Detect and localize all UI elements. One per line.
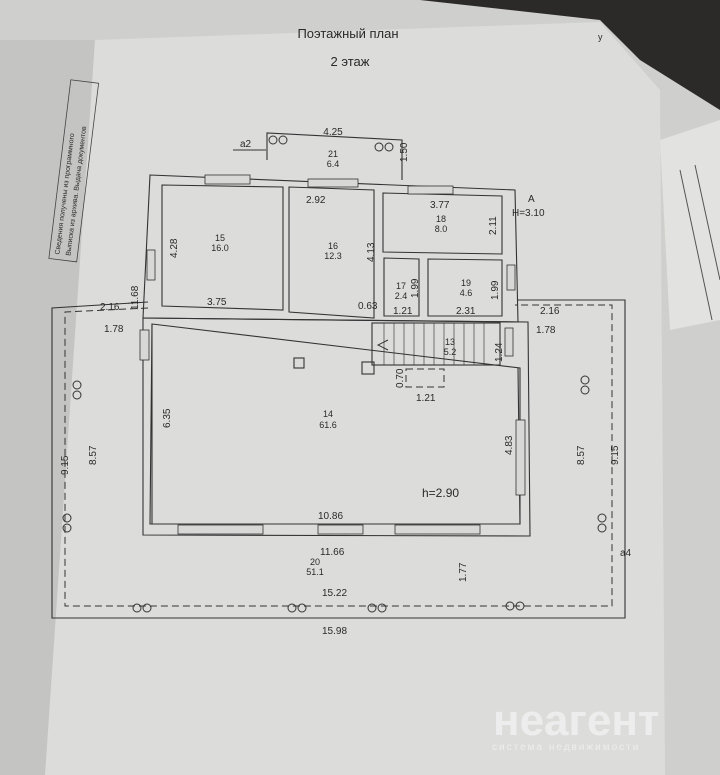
room-17 <box>383 257 420 317</box>
column <box>293 357 305 369</box>
plan-title: Поэтажный план <box>297 26 398 41</box>
svg-text:6.35: 6.35 <box>162 408 173 428</box>
height-upper: H=3.10 <box>512 208 545 219</box>
axis-a4: а4 <box>620 548 632 559</box>
axis-a2: а2 <box>240 139 252 150</box>
dimension-labels: 4.25 1.50 2.92 3.77 2.11 4.28 4.13 3.75 … <box>60 127 621 637</box>
svg-text:9.15: 9.15 <box>610 445 621 465</box>
svg-text:2.16: 2.16 <box>100 302 120 313</box>
svg-text:13: 13 <box>445 337 455 347</box>
svg-text:2.16: 2.16 <box>540 306 560 317</box>
balcony-columns <box>268 135 394 152</box>
svg-text:1.78: 1.78 <box>536 325 556 336</box>
room-19 <box>427 258 503 317</box>
balcony-wall <box>266 132 403 180</box>
svg-text:4.13: 4.13 <box>366 242 377 262</box>
windows-main <box>139 329 526 535</box>
svg-text:16.0: 16.0 <box>211 243 229 253</box>
watermark-logo: неагент система недвижимости <box>492 696 659 753</box>
svg-text:14: 14 <box>323 409 333 419</box>
svg-text:1.78: 1.78 <box>104 324 124 335</box>
svg-text:11.68: 11.68 <box>130 285 141 310</box>
svg-text:15.22: 15.22 <box>322 588 347 599</box>
svg-text:1.21: 1.21 <box>393 306 413 317</box>
axis-A: А <box>528 194 535 205</box>
svg-text:неагент: неагент <box>493 696 659 745</box>
svg-text:11.66: 11.66 <box>320 547 345 558</box>
svg-text:61.6: 61.6 <box>319 420 337 430</box>
svg-text:4.6: 4.6 <box>460 288 473 298</box>
svg-text:0.63: 0.63 <box>358 301 378 312</box>
svg-text:10.86: 10.86 <box>318 511 343 522</box>
svg-text:17: 17 <box>396 281 406 291</box>
windows-upper <box>146 174 516 291</box>
svg-text:9.15: 9.15 <box>60 455 71 475</box>
svg-text:2.31: 2.31 <box>456 306 476 317</box>
svg-text:система недвижимости: система недвижимости <box>492 742 640 753</box>
terrace-outline <box>64 304 613 607</box>
terrace-columns <box>62 375 607 613</box>
svg-text:2.92: 2.92 <box>306 195 326 206</box>
svg-text:0.70: 0.70 <box>395 368 406 388</box>
svg-text:21: 21 <box>328 149 338 159</box>
room-14-outer <box>142 317 531 537</box>
corner-mark: у <box>598 32 603 42</box>
svg-text:4.28: 4.28 <box>169 238 180 258</box>
svg-text:1.24: 1.24 <box>494 342 505 362</box>
svg-text:4.25: 4.25 <box>323 127 343 138</box>
floor-label: 2 этаж <box>331 54 370 69</box>
svg-text:20: 20 <box>310 557 320 567</box>
svg-text:1.50: 1.50 <box>399 142 410 162</box>
paper-sheet <box>45 22 665 775</box>
svg-text:8.0: 8.0 <box>435 224 448 234</box>
room-15 <box>161 184 284 311</box>
svg-text:4.83: 4.83 <box>504 435 515 455</box>
svg-text:1.99: 1.99 <box>490 280 501 300</box>
height-main: h=2.90 <box>422 486 459 500</box>
svg-text:1.21: 1.21 <box>416 393 436 404</box>
room-18 <box>382 192 503 255</box>
svg-text:3.75: 3.75 <box>207 297 227 308</box>
side-sheet <box>660 120 720 330</box>
svg-text:16: 16 <box>328 241 338 251</box>
svg-text:8.57: 8.57 <box>576 445 587 465</box>
dark-table-corner <box>420 0 720 110</box>
svg-text:19: 19 <box>461 278 471 288</box>
svg-text:1.99: 1.99 <box>410 278 421 298</box>
svg-text:2.11: 2.11 <box>488 216 499 235</box>
niche <box>405 368 445 388</box>
column <box>361 361 375 375</box>
svg-text:15.98: 15.98 <box>322 626 347 637</box>
room-16 <box>288 186 375 319</box>
svg-text:2.4: 2.4 <box>395 291 408 301</box>
svg-text:5.2: 5.2 <box>444 347 457 357</box>
svg-text:12.3: 12.3 <box>324 251 342 261</box>
underlying-sheet <box>0 40 95 775</box>
svg-text:6.4: 6.4 <box>327 159 340 169</box>
svg-text:1.77: 1.77 <box>458 562 469 582</box>
room-labels: 21 6.4 15 16.0 16 12.3 18 8.0 17 2.4 19 … <box>211 149 472 577</box>
svg-text:18: 18 <box>436 214 446 224</box>
svg-text:3.77: 3.77 <box>430 200 450 211</box>
svg-text:15: 15 <box>215 233 225 243</box>
svg-text:8.57: 8.57 <box>88 445 99 465</box>
svg-text:51.1: 51.1 <box>306 567 324 577</box>
terrace-edge <box>51 299 626 619</box>
